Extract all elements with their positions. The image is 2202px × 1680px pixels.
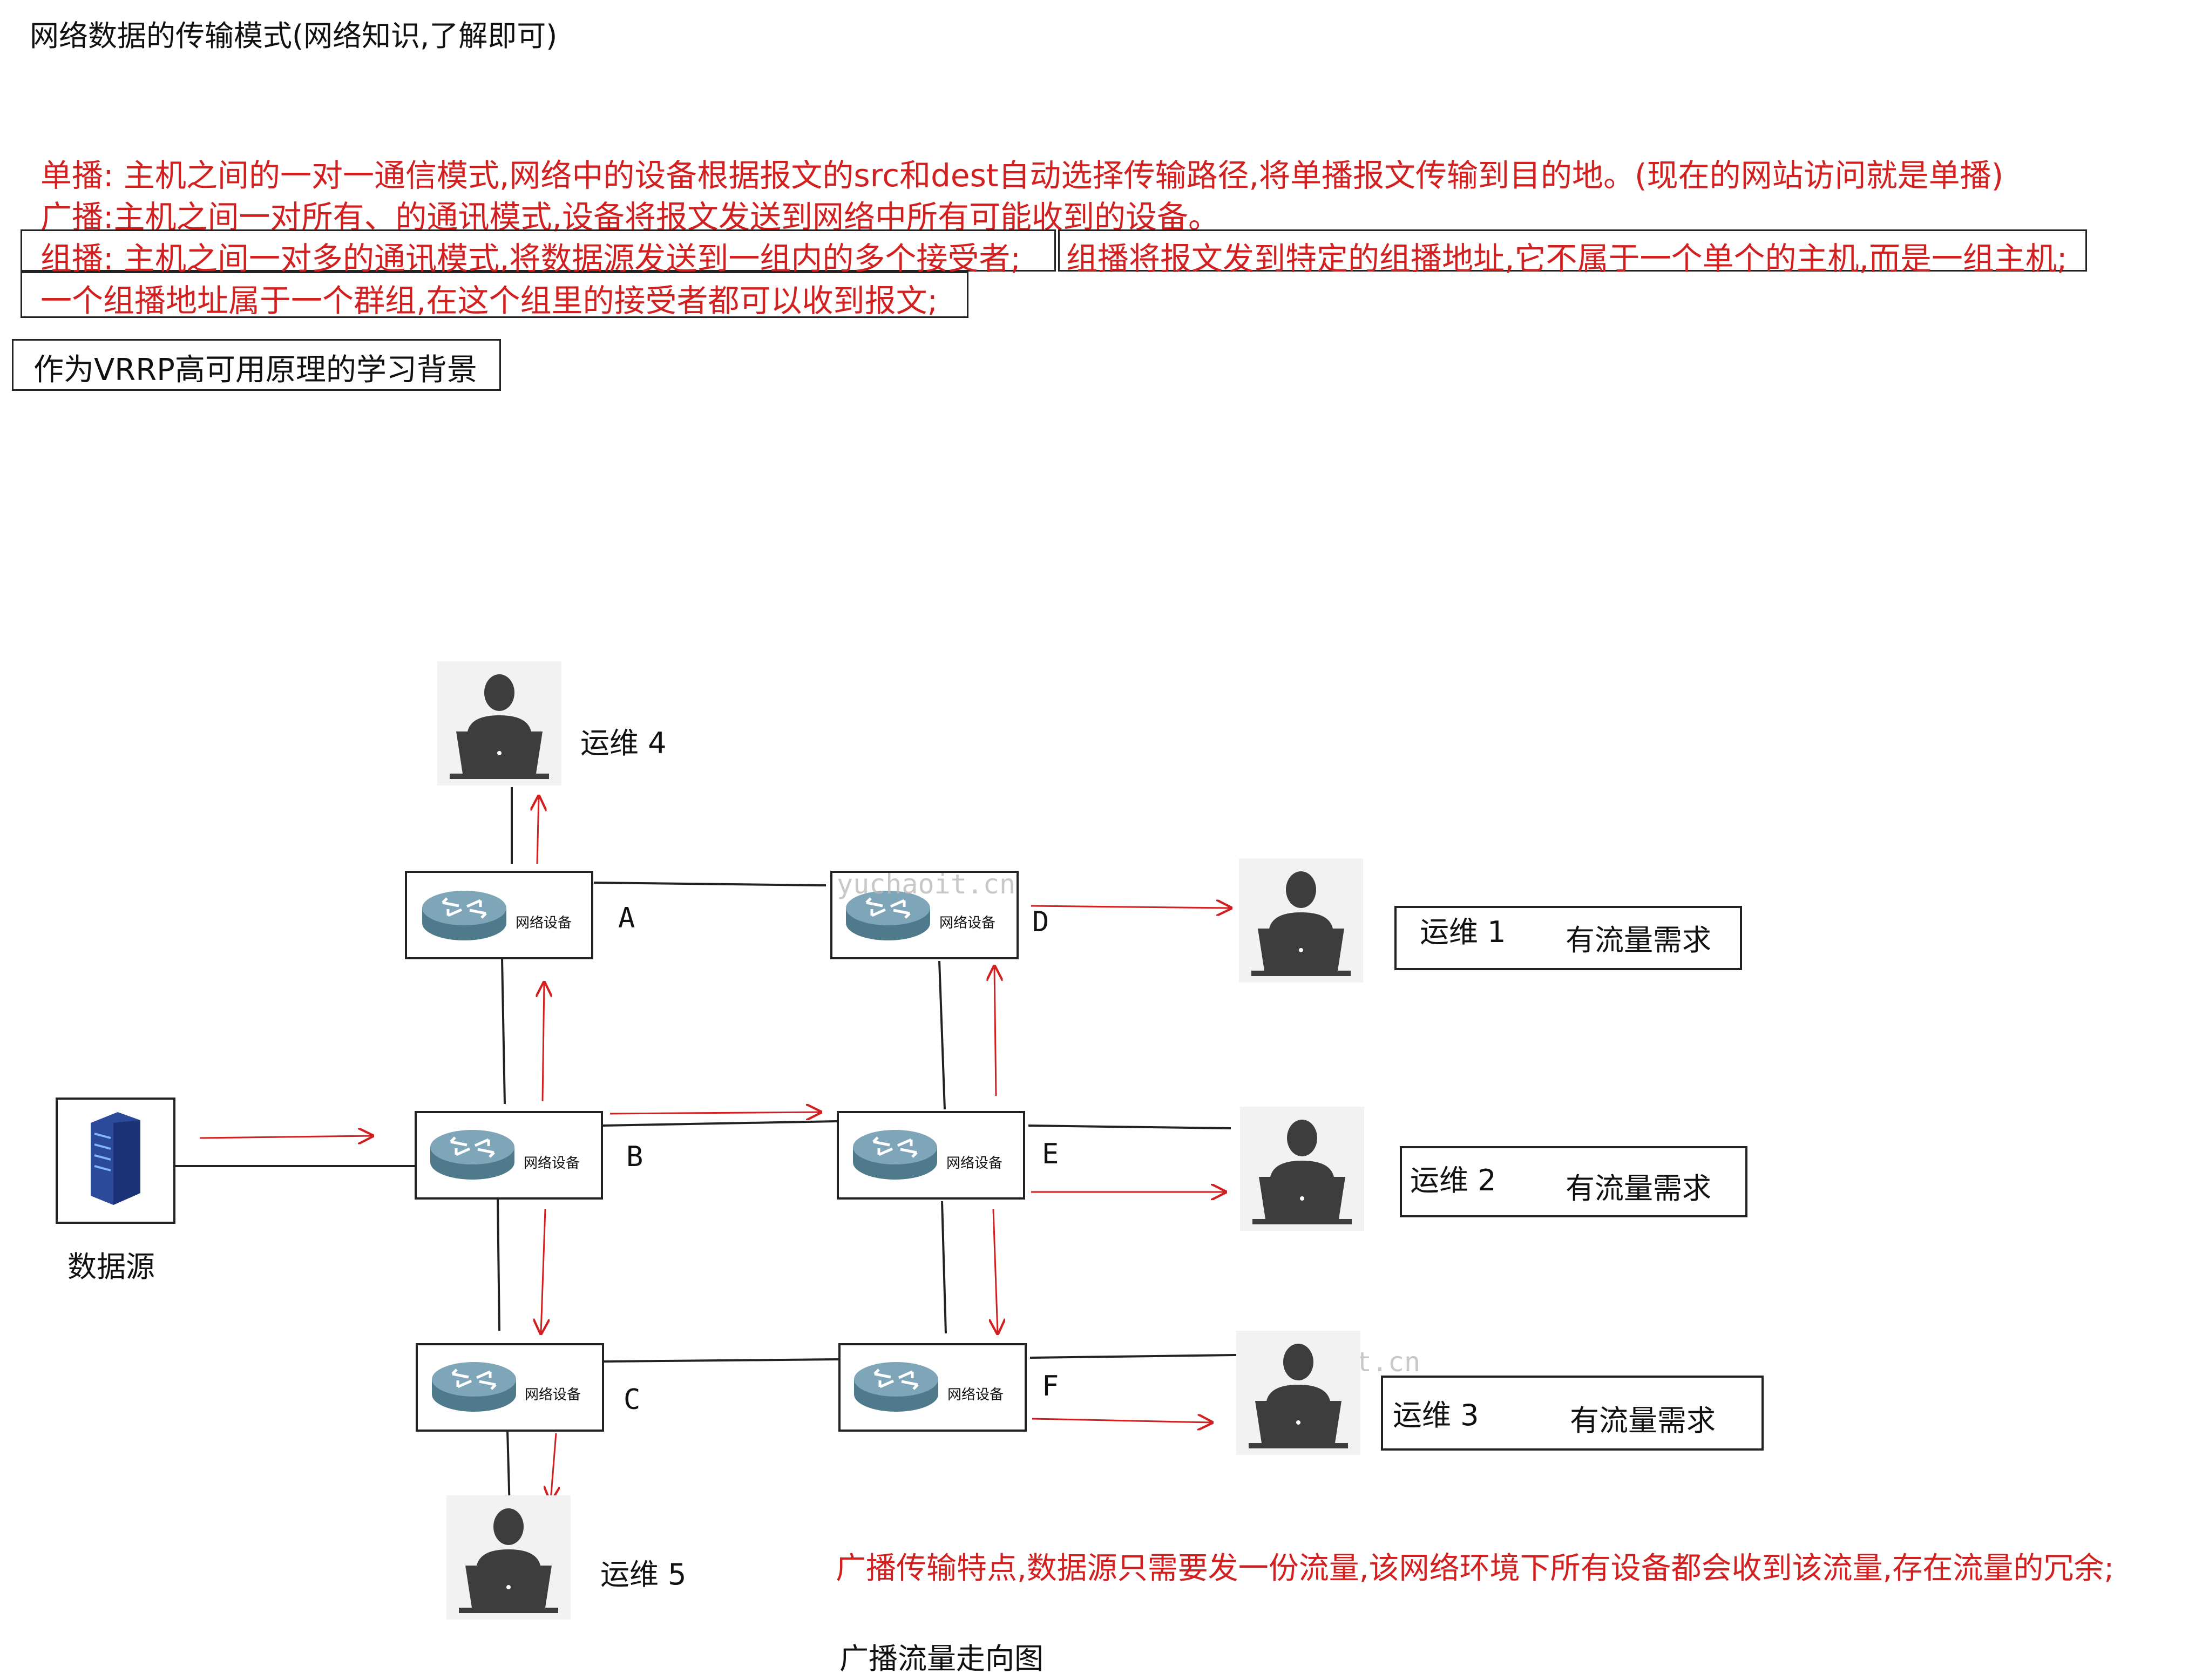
multicast-definition-c: 一个组播地址属于一个群组,在这个组里的接受者都可以收到报文; — [40, 282, 938, 319]
operator-5-label: 运维 5 — [600, 1557, 687, 1591]
broadcast-definition: 广播:主机之间一对所有、的通讯模式,设备将报文发送到网络中所有可能收到的设备。 — [40, 199, 1219, 235]
svg-text:网络设备: 网络设备 — [939, 915, 995, 931]
multicast-definition-b: 组播将报文发到特定的组播地址,它不属于一个单个的主机,而是一组主机; — [1066, 240, 2068, 277]
router-b: 网络设备 B — [415, 1111, 643, 1200]
svg-text:网络设备: 网络设备 — [516, 915, 572, 931]
broadcast-arrows — [199, 796, 1231, 1501]
router-f: 网络设备 F — [838, 1343, 1059, 1432]
multicast-box-3 — [21, 272, 968, 318]
svg-text:网络设备: 网络设备 — [525, 1387, 581, 1403]
operator-3: 运维 3 有流量需求 — [1236, 1331, 1764, 1455]
page-title: 网络数据的传输模式(网络知识,了解即可) — [30, 19, 558, 53]
router-b-label: B — [626, 1141, 643, 1173]
background-label: 作为VRRP高可用原理的学习背景 — [33, 353, 477, 388]
operator-2-need: 有流量需求 — [1566, 1171, 1711, 1205]
operator-4-label: 运维 4 — [580, 726, 667, 760]
svg-text:网络设备: 网络设备 — [947, 1387, 1004, 1403]
background-box — [12, 339, 501, 391]
operator-3-label: 运维 3 — [1393, 1398, 1479, 1432]
svg-text:网络设备: 网络设备 — [524, 1155, 580, 1171]
router-a: 网络设备 A — [405, 871, 635, 959]
router-c: 网络设备 C — [416, 1343, 640, 1432]
network-links — [174, 787, 1237, 1509]
unicast-definition: 单播: 主机之间的一对一通信模式,网络中的设备根据报文的src和dest自动选择… — [40, 157, 2004, 194]
watermark: yuchaoit.cn — [837, 869, 1015, 900]
router-e: 网络设备 E — [837, 1111, 1059, 1200]
multicast-box-2 — [1058, 229, 2087, 272]
multicast-definition-a: 组播: 主机之间一对多的通讯模式,将数据源发送到一组内的多个接受者; — [40, 240, 1021, 277]
router-d: 网络设备 D — [830, 871, 1049, 959]
operator-1-label: 运维 1 — [1420, 915, 1506, 949]
diagram-caption: 广播流量走向图 — [839, 1642, 1044, 1676]
router-a-label: A — [618, 902, 635, 934]
operator-5: 运维 5 — [446, 1495, 687, 1620]
router-f-label: F — [1042, 1370, 1059, 1403]
router-d-label: D — [1032, 906, 1049, 938]
data-source: 数据源 — [56, 1098, 175, 1284]
svg-text:网络设备: 网络设备 — [946, 1155, 1002, 1171]
data-source-label: 数据源 — [67, 1250, 155, 1284]
operator-2: 运维 2 有流量需求 — [1240, 1107, 1747, 1231]
multicast-box-1 — [21, 229, 1056, 272]
operator-1: 运维 1 有流量需求 — [1239, 858, 1742, 983]
operator-4: 运维 4 — [437, 661, 667, 785]
operator-1-need: 有流量需求 — [1566, 923, 1711, 957]
broadcast-note: 广播传输特点,数据源只需要发一份流量,该网络环境下所有设备都会收到该流量,存在流… — [836, 1551, 2115, 1586]
router-c-label: C — [624, 1384, 640, 1416]
operator-2-label: 运维 2 — [1410, 1163, 1496, 1197]
router-e-label: E — [1042, 1138, 1059, 1170]
operator-3-need: 有流量需求 — [1570, 1404, 1716, 1438]
